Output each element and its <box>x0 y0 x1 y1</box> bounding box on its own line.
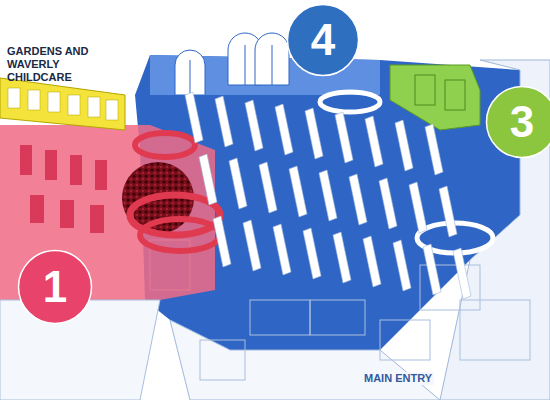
bookshelf <box>319 170 337 221</box>
callout-circle: 1 <box>17 249 93 325</box>
bookshelf <box>409 182 427 233</box>
bookshelf <box>333 232 351 283</box>
bookshelf <box>439 186 457 237</box>
callout-circle: 4 <box>286 3 360 77</box>
callout-number: 4 <box>286 3 360 77</box>
entry-label: MAIN ENTRY <box>362 372 434 385</box>
bookshelf <box>243 220 261 271</box>
bookshelf <box>289 166 307 217</box>
bookshelf <box>393 240 411 291</box>
bookshelf <box>365 116 383 167</box>
bookshelf <box>273 224 291 275</box>
bookshelf <box>363 236 381 287</box>
bookshelf <box>275 104 293 155</box>
bookshelf <box>423 244 441 295</box>
bookshelf <box>335 112 353 163</box>
bookshelf <box>229 158 247 209</box>
area-3 <box>390 65 480 130</box>
bookshelf <box>303 228 321 279</box>
callout-number: 3 <box>485 85 550 159</box>
bookshelf <box>425 124 443 175</box>
area-name: GARDENS AND WAVERLY CHILDCARE <box>5 45 129 85</box>
bookshelf <box>259 162 277 213</box>
bookshelf <box>199 154 217 205</box>
callout-number: 1 <box>17 249 93 325</box>
bookshelf <box>349 174 367 225</box>
callout-circle: 3 <box>485 85 550 159</box>
bookshelf <box>185 92 203 143</box>
childcare-area <box>0 78 125 130</box>
bookshelf <box>245 100 263 151</box>
bookshelf <box>379 178 397 229</box>
bookshelf <box>453 248 471 299</box>
bookshelf <box>395 120 413 171</box>
bookshelf <box>305 108 323 159</box>
bookshelf <box>215 96 233 147</box>
bookshelf <box>213 216 231 267</box>
